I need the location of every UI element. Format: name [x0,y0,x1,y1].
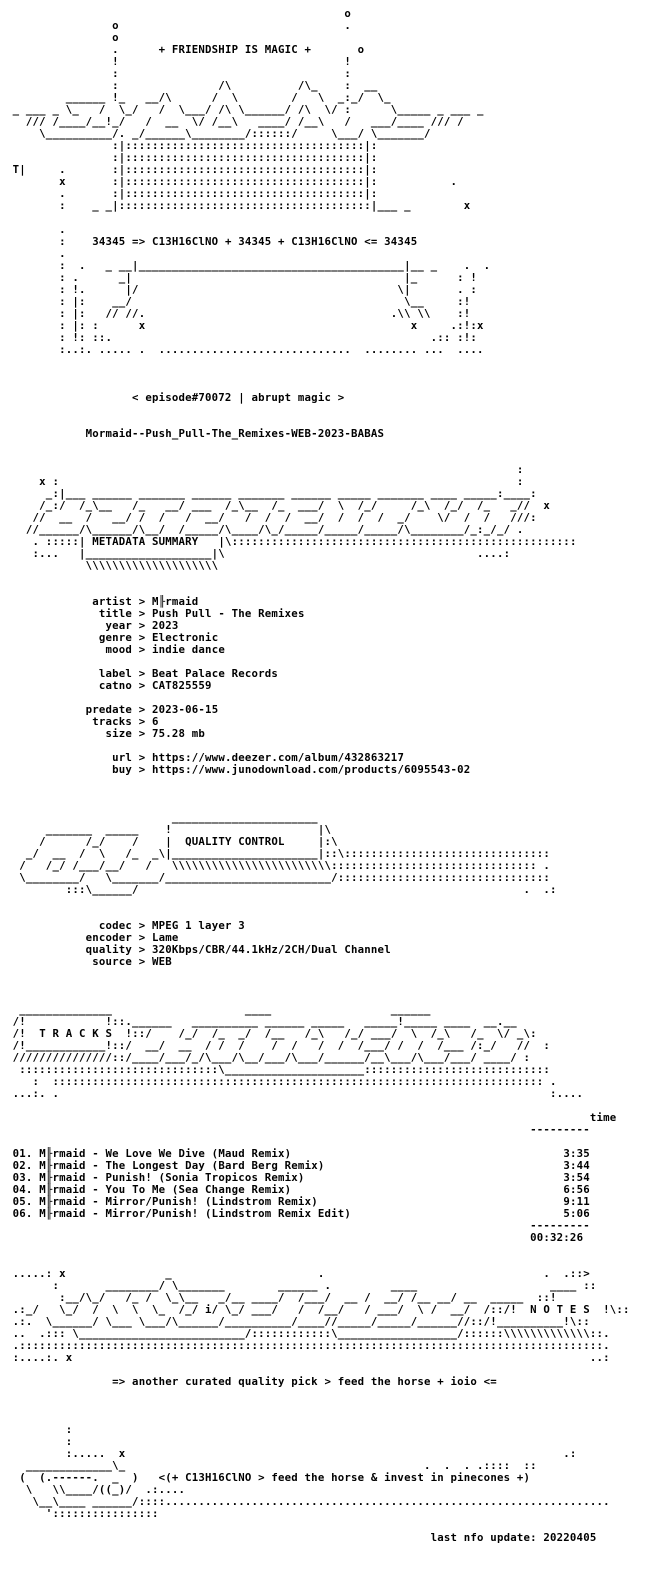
track-number: 01. [12,1147,33,1160]
logo-ornament: o o . o [112,7,351,44]
track-row: 05. M╟rmaid - Mirror/Punish! (Lindstrom … [6,1195,590,1208]
quality-field-value: MPEG 1 layer 3 [151,919,245,932]
quality-field-key: encoder [85,931,133,944]
notes-section-title: N O T E S [530,1303,590,1316]
tracks-logo-top: ______________ ____ ______ /! !::.______… [12,1003,517,1028]
track-row: 03. M╟rmaid - Punish! (Sonia Tropicos Re… [6,1171,590,1184]
footer-last-update: last nfo update: 20220405 [6,1531,597,1544]
logo-frame: . : . _ __|_____________________________… [59,247,491,356]
track-time: 3:54 [563,1171,590,1184]
metadata-field-value: CAT825559 [151,679,212,692]
track-time: 3:35 [563,1147,590,1160]
metadata-section-title: METADATA SUMMARY [85,535,206,548]
metadata-field-key: genre [98,631,133,644]
quality-field-value: WEB [151,955,172,968]
metadata-field-value: 75.28 mb [151,727,206,740]
footer-art-top: : : :..... x .: _____________\_ . . . .:… [25,1423,577,1472]
track-title: M╟rmaid - Mirror/Punish! (Lindstrom Remi… [39,1207,352,1220]
tracks-total-time: 00:32:26 [530,1231,584,1244]
metadata-field-key: catno [98,679,133,692]
metadata-field-key: predate [85,703,133,716]
quality-field-key: source [92,955,133,968]
metadata-field-value: indie dance [151,643,225,656]
quality-field-value: Lame [151,931,179,944]
tracks-section-title: T R A C K S [39,1027,113,1040]
tracks-time-header: time [6,1111,617,1124]
quality-logo: _/ __ / \ /_ _\|______________________|:… [19,847,557,896]
metadata-field-key: url [112,751,133,764]
metadata-field-key: buy [112,763,133,776]
metadata-field-value: 2023 [151,619,179,632]
metadata-field-key: year [105,619,133,632]
metadata-field-value: M╟rmaid [151,595,199,608]
nfo-document: o o . o . + FRIENDSHIP IS MAGIC + o ! ! … [6,7,630,1544]
banner-formula: 34345 => C13H16ClNO + 34345 + C13H16ClNO… [92,235,418,248]
metadata-field-value: Push Pull - The Remixes [151,607,305,620]
track-title: M╟rmaid - Punish! (Sonia Tropicos Remix) [39,1171,305,1184]
footer-art: \ \\____/((_)/ .:.... \__\____ ______/::… [25,1483,610,1520]
track-row: 04. M╟rmaid - You To Me (Sea Change Remi… [6,1183,590,1196]
track-number: 04. [12,1183,33,1196]
metadata-field-value: Beat Palace Records [151,667,279,680]
track-number: 02. [12,1159,33,1172]
logo-art: ! ! : : : /\ /\_ : __ ______ !_ __/\ / \… [12,55,484,236]
metadata-field-value: https://www.deezer.com/album/432863217 [151,751,405,764]
metadata-field-key: tracks [92,715,133,728]
release-name: Mormaid--Push_Pull-The_Remixes-WEB-2023-… [6,427,385,440]
track-number: 03. [12,1171,33,1184]
footer-tagline: <(+ C13H16ClNO > feed the horse & invest… [158,1471,531,1484]
metadata-field-value: https://www.junodownload.com/products/60… [151,763,471,776]
track-time: 6:56 [563,1183,590,1196]
quality-field-key: quality [85,943,133,956]
metadata-field-key: artist [92,595,133,608]
metadata-field-key: mood [105,643,133,656]
episode-line: < episode#70072 | abrupt magic > [6,391,345,404]
track-number: 06. [12,1207,33,1220]
notes-line: => another curated quality pick > feed t… [6,1375,497,1388]
track-title: M╟rmaid - Mirror/Punish! (Lindstrom Remi… [39,1195,318,1208]
track-title: M╟rmaid - You To Me (Sea Change Remix) [39,1183,292,1196]
metadata-logo-bottom: :... |___________________|\ ....: \\\\\\… [32,547,511,572]
track-number: 05. [12,1195,33,1208]
metadata-field-key: size [105,727,133,740]
quality-field-value: 320Kbps/CBR/44.1kHz/2CH/Dual Channel [151,943,391,956]
track-title: M╟rmaid - We Love We Dive (Maud Remix) [39,1147,292,1160]
notes-logo-top: .....: x _ . . .::> : ________/ \_______… [12,1267,597,1304]
track-time: 5:06 [563,1207,590,1220]
metadata-field-value: Electronic [151,631,219,644]
banner-tagline: + FRIENDSHIP IS MAGIC + [158,43,312,56]
track-row: 02. M╟rmaid - The Longest Day (Bard Berg… [6,1159,590,1172]
metadata-field-value: 6 [151,715,159,728]
track-title: M╟rmaid - The Longest Day (Bard Berg Rem… [39,1159,325,1172]
quality-field-key: codec [98,919,133,932]
metadata-field-key: label [98,667,133,680]
notes-logo: .:. \______/ \___ \___/\______/_________… [12,1315,610,1364]
metadata-logo: : x : : _:|___ ______ _______ ______ ___… [25,463,551,536]
track-time: 9:11 [563,1195,590,1208]
track-row: 06. M╟rmaid - Mirror/Punish! (Lindstrom … [6,1207,590,1220]
quality-section-title: QUALITY CONTROL [185,835,285,848]
quality-logo-top: ______________________ _______ _____ ! |… [45,811,332,836]
tracks-logo: /!____________!::/ __/ __ / / / / / / / … [12,1039,584,1100]
track-time: 3:44 [563,1159,590,1172]
track-row: 01. M╟rmaid - We Love We Dive (Maud Remi… [6,1147,590,1160]
metadata-field-value: 2023-06-15 [151,703,219,716]
metadata-field-key: title [98,607,133,620]
